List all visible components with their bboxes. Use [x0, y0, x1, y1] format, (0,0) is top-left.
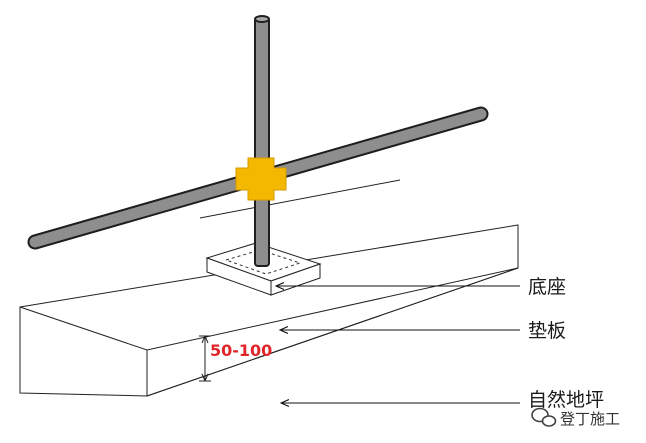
- ground-guide-line: [199, 179, 401, 219]
- vertical-pipe: [254, 15, 270, 267]
- ground-label: 自然地坪: [528, 389, 604, 411]
- thickness-dimension: 50-100: [199, 335, 272, 382]
- pad-label: 垫板: [528, 320, 566, 342]
- dimension-label: 50-100: [210, 341, 272, 360]
- watermark: 登丁施工: [531, 407, 620, 428]
- pad-board: [19, 224, 519, 397]
- watermark-text: 登丁施工: [560, 410, 620, 428]
- wechat-logo-icon: [531, 407, 557, 427]
- base-label: 底座: [528, 276, 566, 298]
- coupler: [235, 157, 287, 201]
